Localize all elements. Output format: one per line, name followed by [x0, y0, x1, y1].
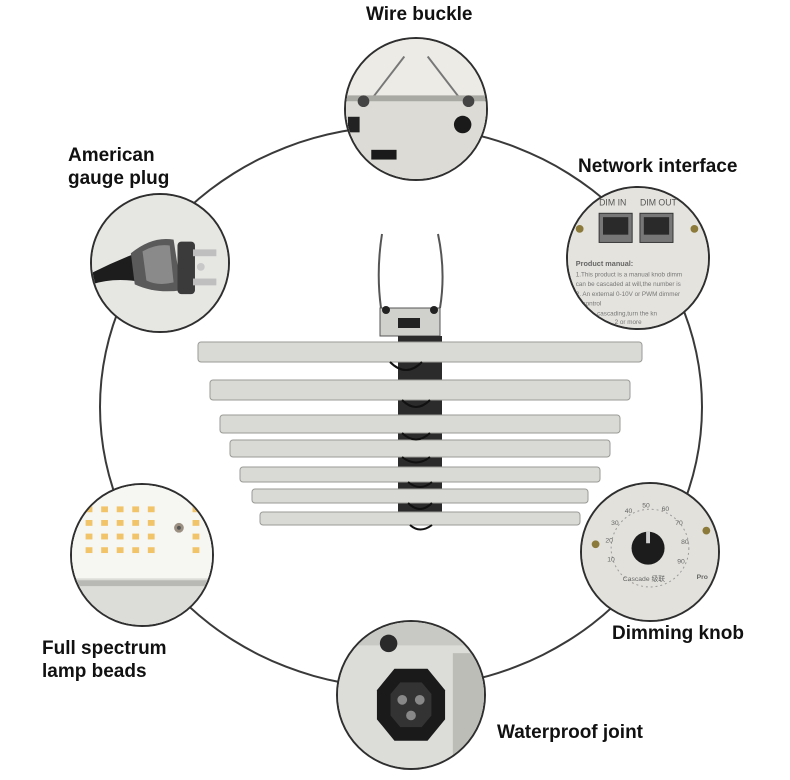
grow-light-fixture [190, 232, 650, 537]
dial-scale: 90 [677, 559, 685, 566]
dimming-knob-image: 40 50 60 70 80 90 30 20 10 Cascade 级联 Pr… [580, 482, 720, 622]
dial-scale: 10 [607, 557, 615, 564]
led-bead-grid [85, 506, 200, 554]
dial-scale: 30 [611, 520, 619, 527]
label-waterproof-joint: Waterproof joint [497, 722, 643, 743]
network-panel-photo: DIM IN DIM OUT Product manual: 1.This pr… [568, 188, 708, 328]
pro-label: Pro [697, 574, 708, 581]
waterproof-joint-image [336, 620, 486, 770]
plug-photo [92, 195, 228, 331]
led-beads-photo [72, 485, 212, 625]
manual-line: 2 or more [615, 319, 642, 326]
manual-title: Product manual: [576, 259, 633, 268]
manual-line: in control [576, 301, 602, 308]
grow-light-illustration [197, 233, 643, 531]
dimmer-knob-icon [631, 531, 665, 565]
cascade-label: Cascade 级联 [623, 574, 666, 583]
dial-scale: 70 [675, 520, 683, 527]
dial-scale: 40 [625, 508, 633, 515]
network-interface-image: DIM IN DIM OUT Product manual: 1.This pr… [566, 186, 710, 330]
dimmer-panel-photo: 40 50 60 70 80 90 30 20 10 Cascade 级联 Pr… [582, 484, 718, 620]
label-wire-buckle: Wire buckle [366, 4, 473, 25]
dial-scale: 20 [605, 537, 613, 544]
light-bars [197, 341, 643, 526]
label-full-spectrum: Full spectrum lamp beads [42, 638, 167, 682]
manual-line: cascading,turn the kn [597, 310, 657, 317]
dim-in-label: DIM IN [599, 198, 626, 208]
manual-line: 2. An external 0-10V or PWM dimmer [576, 291, 680, 298]
wire-buckle-photo [346, 39, 486, 179]
american-gauge-plug-image [90, 193, 230, 333]
label-network-interface: Network interface [578, 156, 738, 177]
full-spectrum-image [70, 483, 214, 627]
dial-scale: 50 [642, 502, 650, 509]
wire-buckle-image [344, 37, 488, 181]
dial-scale: 60 [662, 506, 670, 513]
dial-scale: 80 [681, 539, 689, 546]
connector-photo [338, 622, 484, 768]
label-american-gauge-plug: American gauge plug [68, 145, 170, 189]
manual-line: 1.This product is a manual knob dimm [576, 271, 682, 278]
manual-line: can be cascaded at will,the number is [576, 281, 681, 288]
label-dimming-knob: Dimming knob [612, 623, 744, 644]
dim-out-label: DIM OUT [640, 198, 678, 208]
